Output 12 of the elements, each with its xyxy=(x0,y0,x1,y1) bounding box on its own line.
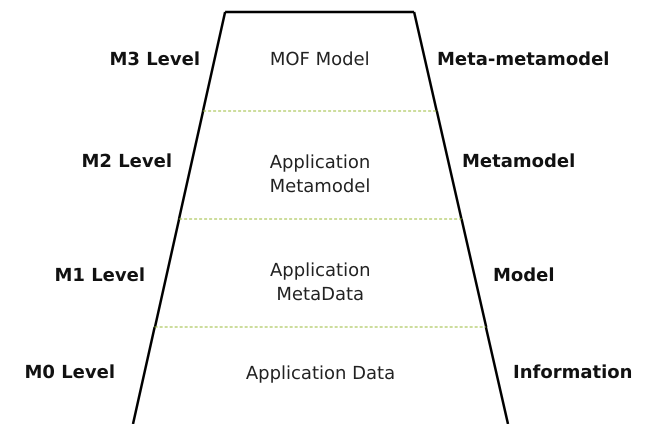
level-label: Metamodel xyxy=(462,150,576,174)
level-label: M1 Level xyxy=(54,264,145,288)
level-title: Application Data xyxy=(246,362,396,386)
level-label: Meta-metamodel xyxy=(437,48,610,72)
level-label: M0 Level xyxy=(24,361,115,385)
level-label: Information xyxy=(513,361,632,385)
level-label: M2 Level xyxy=(82,150,172,174)
level-label: Model xyxy=(493,264,555,288)
level-title: Application Metamodel xyxy=(268,151,372,199)
level-title: MOF Model xyxy=(270,48,370,72)
level-label: M3 Level xyxy=(110,48,200,72)
level-title: Application MetaData xyxy=(268,259,372,307)
